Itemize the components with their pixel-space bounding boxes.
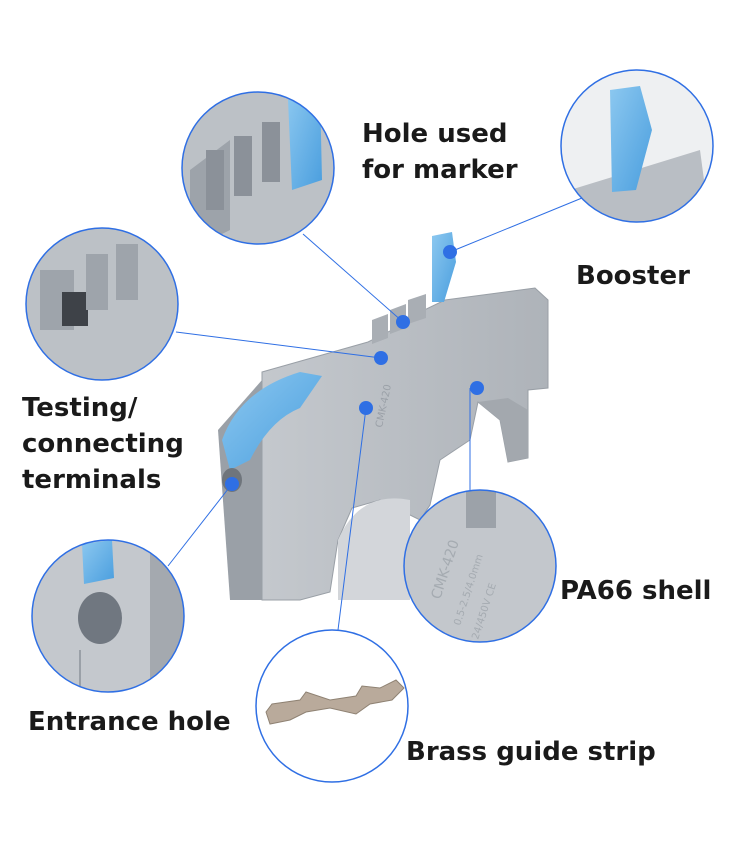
dot-brass-strip xyxy=(359,401,373,415)
label-hole-marker-line2: for marker xyxy=(362,155,518,185)
label-entrance-hole: Entrance hole xyxy=(28,707,231,737)
zoom-circle-testing-terminals xyxy=(25,227,179,381)
zoom-circle-brass-strip xyxy=(255,629,409,783)
label-testing-terminals: Testing/ connecting terminals xyxy=(22,390,184,498)
label-testing-line3: terminals xyxy=(22,465,162,495)
label-hole-marker: Hole used for marker xyxy=(362,116,518,188)
dot-testing-terminal xyxy=(374,351,388,365)
label-brass-strip: Brass guide strip xyxy=(406,737,656,767)
zoom-circle-marker-hole xyxy=(181,91,335,245)
zoom-circle-pa66-shell: CMK-420 0.5-2.5/4.0mm 24/450V CE xyxy=(403,489,557,643)
dot-marker-hole xyxy=(396,315,410,329)
zoom-circle-entrance-hole xyxy=(31,539,185,693)
leader-lines xyxy=(167,197,583,631)
label-testing-line1: Testing/ xyxy=(22,393,138,423)
dot-entrance-hole xyxy=(225,477,239,491)
label-hole-marker-line1: Hole used xyxy=(362,119,508,149)
dot-shell xyxy=(470,381,484,395)
dot-booster xyxy=(443,245,457,259)
label-testing-line2: connecting xyxy=(22,429,184,459)
label-pa66-shell: PA66 shell xyxy=(560,576,712,606)
callout-dots xyxy=(225,245,484,491)
zoom-circle-booster xyxy=(560,69,714,223)
label-booster: Booster xyxy=(576,261,690,291)
